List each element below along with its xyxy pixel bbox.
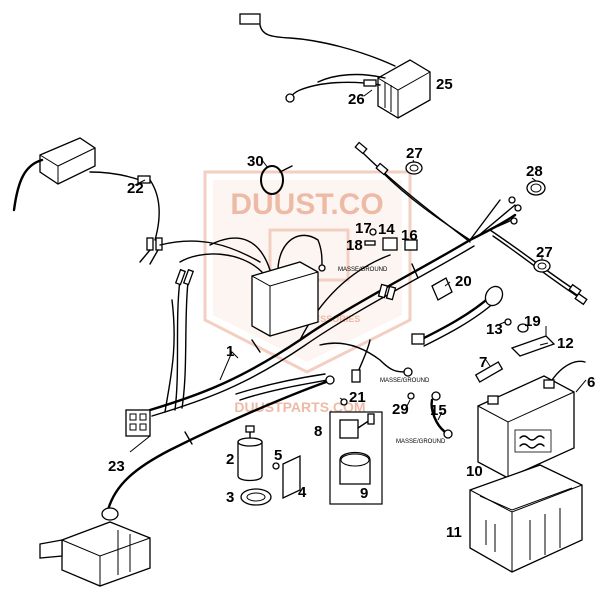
watermark-url: DUUSTPARTS.COM	[234, 399, 365, 415]
bracket-4	[282, 454, 301, 500]
callout-18: 18	[346, 237, 363, 254]
bracket-4-5	[272, 454, 301, 500]
callout-7: 7	[479, 354, 487, 371]
callout-16: 16	[401, 227, 418, 244]
callout-6: 6	[587, 374, 595, 391]
callout-23: 23	[108, 458, 125, 475]
callout-5: 5	[274, 447, 282, 464]
callout-28: 28	[526, 163, 543, 180]
part-16	[404, 239, 418, 251]
battery	[477, 360, 586, 479]
callout-22: 22	[127, 180, 144, 197]
relay-holder-group	[329, 411, 383, 505]
callout-4: 4	[298, 484, 307, 501]
callout-9: 9	[360, 485, 368, 502]
callout-27-b: 27	[536, 244, 553, 261]
capacitor-group	[237, 425, 272, 506]
main-wiring-harness: MASSE/GROUND MASSE/GROUND	[125, 141, 588, 445]
cable-band	[260, 165, 293, 195]
callout-25: 25	[436, 76, 453, 93]
callout-26: 26	[348, 91, 365, 108]
relay-8	[339, 419, 359, 439]
battery-bracket	[504, 318, 556, 357]
callout-17: 17	[355, 220, 372, 237]
callout-15: 15	[430, 402, 447, 419]
callout-20: 20	[455, 273, 472, 290]
pad-7	[474, 361, 504, 383]
grommet-28	[526, 180, 546, 196]
capacitor-2	[237, 441, 263, 482]
masse-label-3: MASSE/GROUND	[396, 439, 446, 445]
callout-8: 8	[314, 423, 322, 440]
screw-17	[369, 228, 377, 236]
callout-2: 2	[226, 451, 234, 468]
starter-motor	[39, 380, 328, 587]
group-frame-8	[329, 411, 383, 505]
leader-lines	[129, 89, 587, 453]
voltage-regulator	[239, 13, 431, 119]
callout-21: 21	[349, 389, 366, 406]
battery-box	[469, 464, 583, 573]
holder-9	[339, 451, 371, 485]
part-18	[364, 240, 376, 246]
callout-13: 13	[486, 321, 503, 338]
relay-parts	[364, 228, 418, 251]
callout-1: 1	[226, 343, 234, 360]
callout-19: 19	[524, 313, 541, 330]
grommet-27-a	[405, 161, 423, 175]
callout-10: 10	[466, 463, 483, 480]
relay-14	[382, 237, 398, 251]
ignition-coil	[12, 137, 261, 286]
screw-5	[272, 462, 280, 470]
clamp-3	[240, 488, 272, 506]
screw-13	[504, 318, 512, 326]
callout-3: 3	[226, 489, 234, 506]
washer-19	[517, 323, 529, 333]
callout-12: 12	[557, 335, 574, 352]
cdi-unit	[179, 234, 326, 337]
screw-29	[407, 392, 415, 400]
masse-label-2: MASSE/GROUND	[380, 378, 430, 384]
watermark-brand: DUUST.CO	[230, 188, 383, 221]
screw-21	[340, 398, 348, 406]
callout-30: 30	[247, 153, 264, 170]
callout-14: 14	[378, 221, 395, 238]
callout-27-a: 27	[406, 145, 423, 162]
grommet-27-b	[533, 259, 551, 273]
masse-label-1: MASSE/GROUND	[338, 267, 388, 273]
ground-strap: MASSE/GROUND	[396, 391, 453, 445]
callouts: 1 2 3 4 5 6 7 8 9 10 11 12 13 14 15 16 1…	[108, 76, 595, 541]
positive-cable	[411, 277, 504, 347]
callout-29: 29	[392, 401, 409, 418]
callout-11: 11	[446, 524, 462, 541]
